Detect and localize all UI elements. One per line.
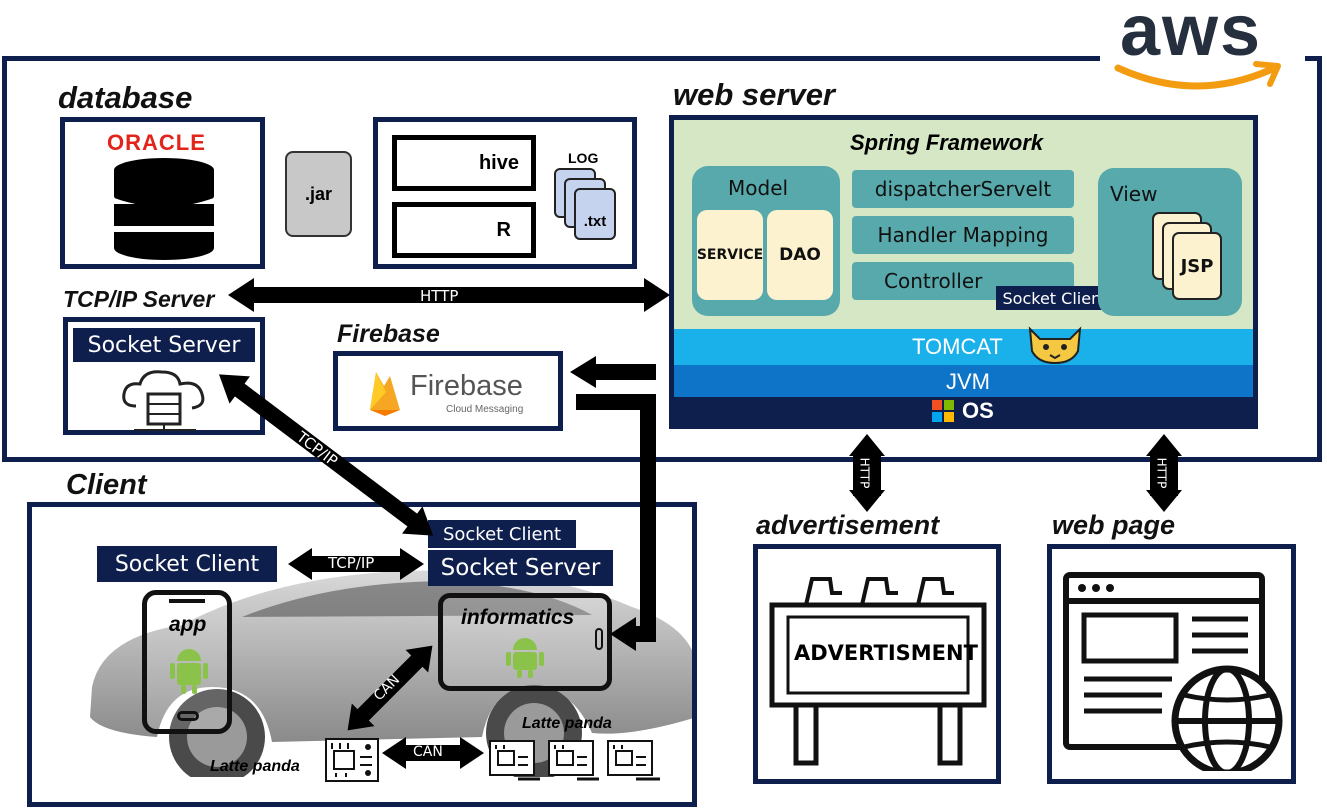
firebase-title: Firebase — [337, 320, 440, 348]
r-label: R — [496, 218, 511, 241]
socket-client-informatics-label: Socket Client — [428, 520, 576, 548]
jar-file-icon: .jar — [285, 151, 352, 237]
txt-label: .txt — [583, 213, 607, 230]
tablet-home-button — [595, 628, 603, 650]
windows-icon — [932, 400, 954, 422]
tomcat-cat-icon — [1028, 326, 1082, 365]
web-browser-icon — [1063, 572, 1283, 771]
dao-label: DAO — [779, 245, 821, 265]
phone-home-button — [177, 711, 199, 721]
jvm-label: JVM — [946, 369, 990, 394]
socket-client-server-label: Socket Client — [996, 286, 1114, 310]
car-silhouette — [90, 570, 692, 777]
socket-server-informatics-label: Socket Server — [428, 550, 613, 586]
can-horizontal-arrow — [382, 737, 484, 769]
firebase-arrow-in — [570, 356, 656, 388]
os-layer: OS — [674, 397, 1253, 424]
app-phone: app — [142, 590, 232, 734]
hive-label: hive — [478, 151, 519, 174]
billboard-icon — [769, 577, 987, 766]
jsp-file: JSP — [1172, 232, 1222, 300]
client-title: Client — [66, 469, 147, 501]
dao-box: DAO — [767, 210, 833, 300]
advertisement-box: ADVERTISMENT — [753, 544, 1001, 784]
client-box: Socket Client Socket Client Socket Serve… — [27, 502, 697, 807]
txt-file: .txt — [574, 188, 616, 240]
tcp-server-box: Socket Server — [63, 317, 265, 435]
r-box: R — [392, 202, 536, 258]
view-box: View JSP — [1098, 168, 1242, 316]
handler-mapping-box: Handler Mapping — [852, 216, 1074, 254]
http-arrow — [228, 278, 670, 312]
firebase-flame-icon — [370, 372, 400, 416]
controller-box: Controller — [852, 262, 1074, 300]
oracle-box: ORACLE — [60, 117, 265, 269]
aws-logo-area: aws — [1100, 0, 1305, 98]
model-label: Model — [728, 176, 789, 200]
socket-server-label: Socket Server — [73, 328, 255, 362]
model-box: Model SERVICE DAO — [692, 166, 840, 316]
tcpip-client-label: TCP/IP — [328, 554, 375, 572]
http-web-arrow — [1146, 434, 1182, 512]
tcp-server-title: TCP/IP Server — [63, 286, 215, 312]
latte-panda-left-label: Latte panda — [210, 758, 300, 775]
http-ad-label: HTTP — [857, 457, 872, 489]
tcpip-diagonal-arrow — [218, 374, 434, 536]
firebase-logo-name: Firebase — [410, 370, 523, 402]
database-icon — [113, 158, 215, 260]
latte-panda-board-3 — [607, 740, 660, 781]
http-arrow-label: HTTP — [420, 287, 459, 305]
android-icon-tablet — [506, 638, 544, 678]
database-title: database — [58, 80, 193, 115]
firebase-logo-sub: Cloud Messaging — [446, 404, 524, 415]
jvm-layer: JVM — [674, 365, 1253, 397]
service-label: SERVICE — [696, 247, 764, 263]
can-horizontal-label: CAN — [413, 744, 443, 760]
jsp-label: JSP — [1180, 255, 1214, 277]
log-label: LOG — [568, 150, 599, 166]
hive-box: hive — [392, 135, 536, 191]
tomcat-layer: TOMCAT — [674, 326, 1253, 365]
web-page-title: web page — [1052, 510, 1176, 540]
aws-smile-icon — [1114, 61, 1281, 90]
http-ad-arrow — [849, 434, 885, 512]
billboard-text: ADVERTISMENT — [794, 641, 978, 665]
informatics-tablet: informatics — [438, 593, 612, 691]
aws-logo-text: aws — [1120, 0, 1263, 71]
dispatcher-servlet-box: dispatcherServelt — [852, 170, 1074, 208]
controller-label: Controller — [884, 269, 983, 293]
service-box: SERVICE — [697, 210, 763, 300]
hadoop-box: hive R LOG .txt — [373, 117, 637, 269]
web-server-title: web server — [673, 77, 835, 112]
spring-framework-title: Spring Framework — [850, 130, 1044, 155]
tcpip-client-arrow — [288, 548, 424, 580]
latte-panda-board-2 — [548, 740, 599, 781]
socket-client-app-label: Socket Client — [97, 546, 277, 582]
phone-speaker — [169, 599, 205, 603]
latte-panda-board-main — [325, 738, 379, 782]
app-label: app — [169, 613, 207, 636]
aws-frame — [2, 56, 1322, 462]
can-diagonal-arrow — [347, 645, 433, 731]
android-icon — [170, 649, 208, 694]
http-web-label: HTTP — [1154, 457, 1169, 489]
latte-panda-right-label: Latte panda — [522, 715, 612, 732]
advertisement-title: advertisement — [756, 510, 940, 540]
os-label: OS — [962, 398, 994, 423]
web-page-box — [1047, 544, 1296, 784]
informatics-label: informatics — [461, 606, 575, 629]
spring-framework-area: Spring Framework Model SERVICE DAO dispa… — [674, 120, 1253, 329]
oracle-logo: ORACLE — [107, 130, 206, 155]
firebase-to-informatics-arrow — [576, 394, 656, 651]
latte-panda-board-1 — [489, 740, 540, 781]
cloud-server-icon — [122, 370, 205, 431]
jar-label: .jar — [304, 183, 333, 204]
firebase-box: Firebase Cloud Messaging — [333, 351, 563, 431]
view-label: View — [1110, 182, 1158, 206]
tomcat-label: TOMCAT — [912, 334, 1003, 359]
web-server-box: Spring Framework Model SERVICE DAO dispa… — [669, 115, 1258, 429]
